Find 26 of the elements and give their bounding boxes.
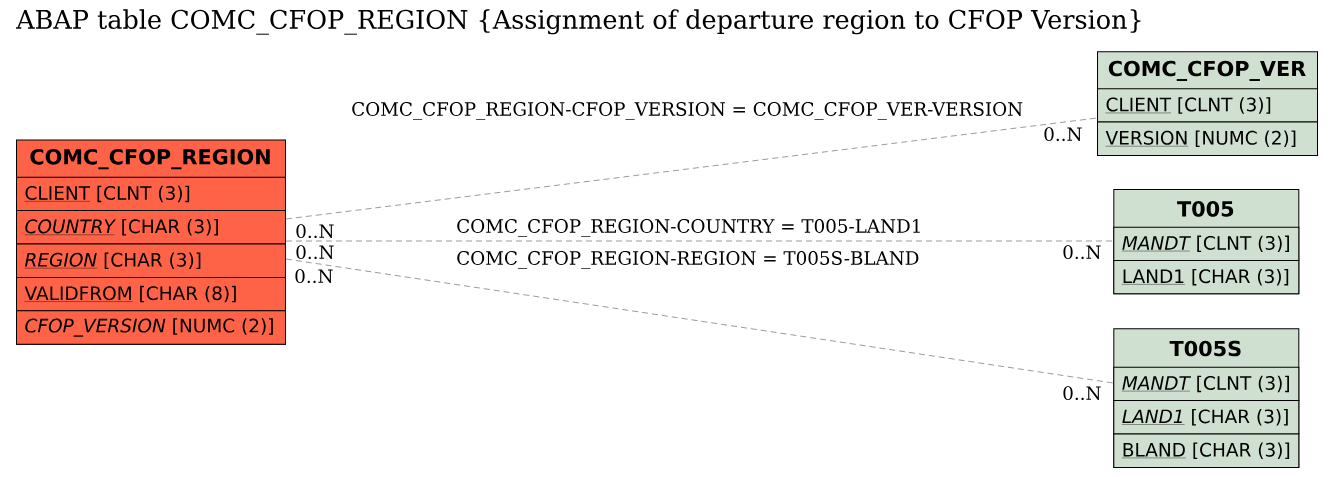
- table-row: REGION [CHAR (3)]: [16, 243, 286, 278]
- table-box: COMC_CFOP_REGION CLIENT [CLNT (3)] COUNTRY [CHAR (3)] REGION [CHAR (3)] VALIDFROM [CHAR (8)] CFOP_VERSION [NUMC (2)]: [16, 139, 286, 345]
- table-row: VERSION [NUMC (2)]: [1097, 121, 1318, 156]
- table-row: CLIENT [CLNT (3)]: [1097, 88, 1318, 123]
- table-row: LAND1 [CHAR (3)]: [1113, 260, 1300, 295]
- diagram-title: ABAP table COMC_CFOP_REGION {Assignment of departure region to CFOP Version}: [16, 9, 1141, 35]
- table-row: COUNTRY [CHAR (3)]: [16, 210, 286, 245]
- table-row: BLAND [CHAR (3)]: [1113, 433, 1300, 468]
- table-box: COMC_CFOP_VER CLIENT [CLNT (3)] VERSION [NUMC (2)]: [1097, 51, 1318, 156]
- cardinality-label: 0..N: [296, 224, 334, 239]
- table-row: VALIDFROM [CHAR (8)]: [16, 276, 286, 312]
- table-box: T005 MANDT [CLNT (3)] LAND1 [CHAR (3)]: [1113, 189, 1300, 295]
- table-box: T005S MANDT [CLNT (3)] LAND1 [CHAR (3)] BLAND [CHAR (3)]: [1113, 328, 1300, 468]
- table-row: MANDT [CLNT (3)]: [1113, 366, 1300, 402]
- table-row: MANDT [CLNT (3)]: [1113, 226, 1300, 261]
- cardinality-label: 0..N: [296, 245, 334, 260]
- cardinality-label: 0..N: [1063, 245, 1101, 260]
- cardinality-label: 0..N: [1063, 386, 1101, 401]
- table-row: CLIENT [CLNT (3)]: [16, 176, 286, 212]
- cardinality-label: 0..N: [295, 269, 333, 284]
- table-row: LAND1 [CHAR (3)]: [1113, 400, 1300, 435]
- edge-label: COMC_CFOP_REGION-CFOP_VERSION = COMC_CFOP_VER-VERSION: [350, 101, 1025, 121]
- table-row: CFOP_VERSION [NUMC (2)]: [16, 310, 286, 345]
- edge-label: COMC_CFOP_REGION-COUNTRY = T005-LAND1: [455, 218, 924, 238]
- edge-label: COMC_CFOP_REGION-REGION = T005S-BLAND: [455, 250, 921, 270]
- cardinality-label: 0..N: [1044, 127, 1082, 142]
